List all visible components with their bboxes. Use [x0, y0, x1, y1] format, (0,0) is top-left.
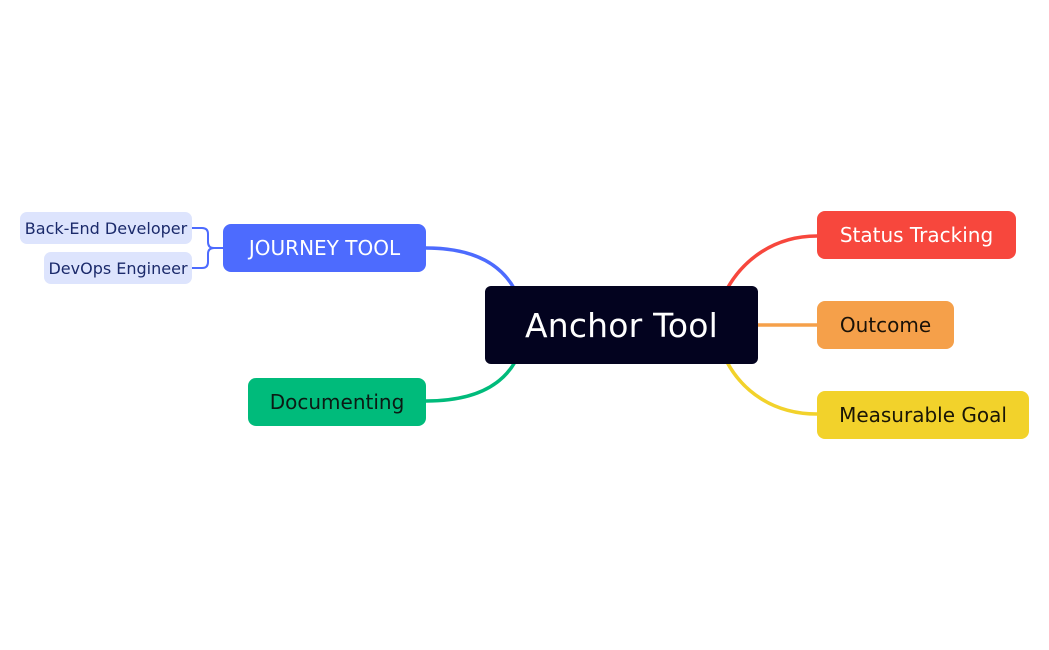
connector-backend	[191, 227, 224, 249]
topic-documenting[interactable]: Documenting	[248, 378, 426, 426]
topic-journey-tool[interactable]: JOURNEY TOOL	[223, 224, 426, 272]
topic-journey-tool-label: JOURNEY TOOL	[248, 236, 401, 260]
central-topic[interactable]: Anchor Tool	[485, 286, 758, 364]
central-topic-label: Anchor Tool	[524, 305, 719, 345]
connector-journey	[424, 246, 517, 292]
topic-status-tracking[interactable]: Status Tracking	[817, 211, 1016, 259]
subtopic-devops-engineer-label: DevOps Engineer	[48, 258, 188, 278]
topic-outcome[interactable]: Outcome	[817, 301, 954, 349]
topic-outcome-label: Outcome	[839, 313, 932, 337]
topic-documenting-label: Documenting	[269, 390, 405, 414]
subtopic-devops-engineer[interactable]: DevOps Engineer	[44, 252, 192, 284]
topic-status-tracking-label: Status Tracking	[839, 223, 994, 247]
connector-status	[725, 234, 819, 291]
subtopic-back-end-developer[interactable]: Back-End Developer	[20, 212, 192, 244]
connector-goal	[725, 360, 819, 416]
connector-documenting	[424, 360, 517, 403]
topic-measurable-goal-label: Measurable Goal	[839, 403, 1007, 427]
subtopic-back-end-developer-label: Back-End Developer	[24, 218, 188, 238]
connector-devops	[191, 247, 224, 269]
topic-measurable-goal[interactable]: Measurable Goal	[817, 391, 1029, 439]
